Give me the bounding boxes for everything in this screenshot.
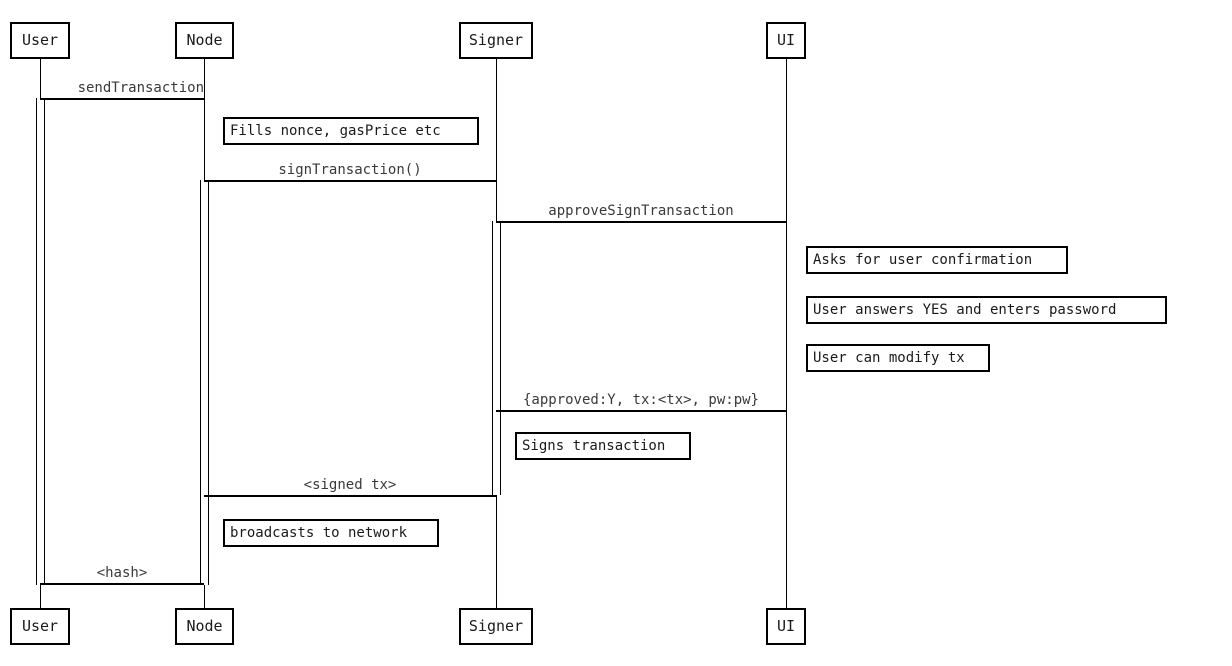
participant-signer-head: Signer [459,22,533,59]
participant-label-signer: Signer [468,617,524,635]
participant-node-foot: Node [175,608,234,645]
node-activation [200,180,209,585]
note-signs-transaction-text: Signs transaction [522,438,666,454]
participant-label-ui: UI [776,31,796,49]
message-line-send-transaction [40,98,204,100]
message-label-signed-tx: <signed tx> [303,477,397,493]
participant-signer-foot: Signer [459,608,533,645]
message-line-signed-tx [204,495,496,497]
participant-label-node: Node [186,31,223,49]
message-line-sign-transaction [204,180,496,182]
message-line-hash-response [40,583,204,585]
participant-ui-foot: UI [766,608,806,645]
lifeline-ui [786,59,787,608]
message-line-approve-sign-transaction [496,221,786,223]
message-label-hash-response: <hash> [96,565,148,581]
participant-label-user: User [21,31,59,49]
user-activation [36,98,45,585]
note-user-answers-yes: User answers YES and enters password [806,296,1167,324]
note-broadcasts-text: broadcasts to network [230,525,408,541]
participant-ui-head: UI [766,22,806,59]
message-line-approved-response [496,410,786,412]
participant-label-signer: Signer [468,31,524,49]
note-fills-nonce-text: Fills nonce, gasPrice etc [230,123,441,139]
message-label-approved-response: {approved:Y, tx:<tx>, pw:pw} [522,392,759,408]
participant-label-user: User [21,617,59,635]
participant-user-foot: User [10,608,70,645]
message-label-send-transaction: sendTransaction [77,80,204,96]
message-label-sign-transaction: signTransaction() [278,162,422,178]
note-signs-transaction: Signs transaction [515,432,691,460]
note-broadcasts: broadcasts to network [223,519,439,547]
participant-label-ui: UI [776,617,796,635]
note-user-modify-tx: User can modify tx [806,344,990,372]
message-label-approve-sign-transaction: approveSignTransaction [548,203,734,219]
note-fills-nonce: Fills nonce, gasPrice etc [223,117,479,145]
note-asks-confirm: Asks for user confirmation [806,246,1068,274]
note-user-answers-yes-text: User answers YES and enters password [813,302,1117,318]
signer-activation [492,221,501,495]
participant-node-head: Node [175,22,234,59]
participant-user-head: User [10,22,70,59]
participant-label-node: Node [186,617,223,635]
note-asks-confirm-text: Asks for user confirmation [813,252,1033,268]
note-user-modify-tx-text: User can modify tx [813,350,965,366]
